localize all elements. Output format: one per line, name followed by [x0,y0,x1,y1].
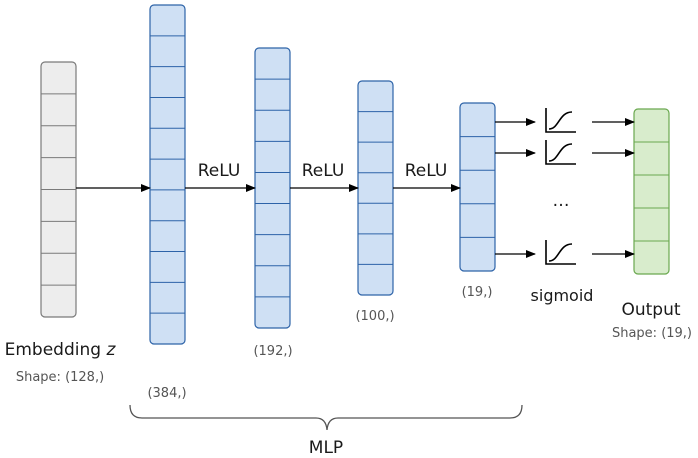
sigmoid-icon [545,108,576,133]
mlp-layer-4 [459,102,496,272]
mlp-layer-3 [357,80,394,296]
layer4-shape-label: (19,) [462,285,493,300]
mlp-layer-1 [149,4,186,345]
embedding-vector [40,61,77,318]
embedding-title: Embedding z [5,340,117,360]
activation-label-2: ReLU [302,161,345,181]
ellipsis: … [553,191,570,211]
sigmoid-icon [545,140,576,165]
output-title: Output [621,300,680,320]
layer2-shape-label: (192,) [253,344,292,359]
output-shape-label: Shape: (19,) [612,326,692,341]
output-vector [633,108,670,275]
mlp-label: MLP [309,438,343,458]
layer1-shape-label: (384,) [147,386,186,401]
layer3-shape-label: (100,) [355,309,394,324]
sigmoid-label: sigmoid [531,286,594,305]
embedding-variable: z [105,340,116,360]
embedding-shape-label: Shape: (128,) [16,370,104,385]
activation-label-3: ReLU [405,161,448,181]
activation-label-1: ReLU [198,161,241,181]
sigmoid-icon [545,240,576,265]
mlp-layer-2 [254,47,291,329]
mlp-brace [129,404,523,431]
